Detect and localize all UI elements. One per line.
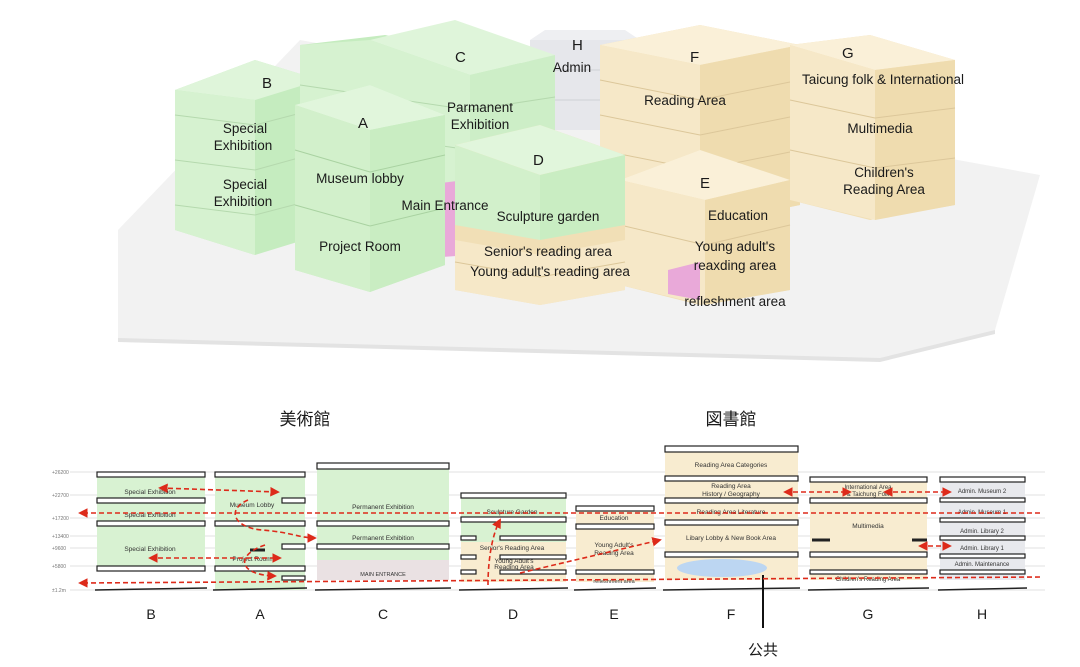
block-e-letter: E [700, 175, 710, 192]
axo-label: refleshment area [684, 294, 786, 309]
room-label: Reading Area [711, 483, 751, 490]
room-label: Special Exhibition [124, 512, 176, 519]
block-f-letter: F [690, 49, 699, 66]
room-label: Reading Area Categories [695, 462, 768, 469]
main-entrance-label: Main Entrance [401, 198, 488, 213]
room-label: Children's Reading Area [836, 577, 901, 583]
room-label: Museum Lobby [230, 502, 275, 509]
column-label: A [255, 606, 265, 622]
public-label: 公共 [748, 642, 778, 659]
block-e [619, 150, 791, 305]
public-zone [677, 559, 767, 577]
circulation-arrow [244, 544, 277, 581]
circulation-arrow [158, 483, 280, 497]
ground-plate-edge [118, 330, 995, 362]
axo-label: Special [223, 121, 267, 136]
column-label: F [727, 606, 736, 622]
level-label: +26200 [52, 470, 69, 476]
level-label: +17200 [52, 516, 69, 522]
axo-label: Exhibition [214, 194, 273, 209]
block-a-letter: A [358, 115, 368, 132]
block-a [294, 85, 446, 292]
column-label: B [146, 606, 155, 622]
column-label: D [508, 606, 518, 622]
room-label: refleshment area [593, 579, 635, 585]
section-view: 美術館 図書館 +26200 +22700 +17200 +13400 +960… [52, 410, 1045, 659]
axo-label: Project Room [319, 239, 401, 254]
block-b [174, 60, 321, 255]
level-label: +5800 [52, 564, 66, 570]
room-label: Sculpture Garden [487, 509, 538, 516]
block-b-letter: B [262, 75, 272, 92]
room-label: Project Room [232, 556, 271, 563]
column-label: C [378, 606, 388, 622]
room-label: Admin. Library 2 [960, 529, 1004, 535]
room-label: History / Geography [702, 491, 761, 498]
room-label: Young Adult's [595, 542, 635, 549]
room-label: MAIN ENTRANCE [360, 572, 406, 578]
room-label: Senior's Reading Area [480, 545, 545, 552]
room-label: Young Adult's [495, 558, 535, 565]
axo-label: Multimedia [847, 121, 913, 136]
block-h-letter: H [572, 37, 583, 54]
axo-label: Senior's reading area [484, 244, 612, 259]
block-d [454, 125, 626, 305]
level-label: +22700 [52, 493, 69, 499]
axo-label: reaxding area [694, 258, 777, 273]
room-label: International Area [844, 485, 892, 491]
axo-label: Education [708, 208, 768, 223]
room-label: Special Exhibition [124, 489, 176, 496]
axo-label: Sculpture garden [497, 209, 600, 224]
axo-label: Reading Area [843, 182, 925, 197]
column-label: H [977, 606, 987, 622]
axo-label: Children's [854, 165, 914, 180]
column-label: G [863, 606, 874, 622]
room-label: & Taichung Folk [847, 492, 891, 498]
block-g-letter: G [842, 45, 854, 62]
room-label: Special Exhibition [124, 546, 176, 553]
axo-label: Exhibition [451, 117, 510, 132]
block-d-letter: D [533, 152, 544, 169]
room-label: Education [600, 515, 629, 522]
room-label: Admin. Museum 2 [958, 489, 1007, 495]
room-label: Admin. Library 1 [960, 546, 1004, 552]
block-g [789, 35, 956, 220]
axo-label: Young adult's [695, 239, 775, 254]
library-title: 図書館 [706, 410, 757, 429]
circulation-arrow [487, 518, 501, 586]
axo-label: Parmanent [447, 100, 513, 115]
room-label: Permanent Exhibition [352, 504, 414, 511]
circulation-arrow [78, 576, 1041, 588]
column-label: E [609, 606, 618, 622]
axo-label: Museum lobby [316, 171, 404, 186]
room-label: Admin. Maintenance [955, 562, 1010, 568]
room-label: Multimedia [852, 523, 884, 530]
level-label: +9600 [52, 546, 66, 552]
room-label: Permanent Exhibition [352, 535, 414, 542]
level-label: +13400 [52, 534, 69, 540]
room-label: Reading Area [594, 550, 634, 557]
block-c-letter: C [455, 49, 466, 66]
level-label: ±1.2m [52, 588, 66, 594]
axo-label: Admin [553, 60, 591, 75]
axo-label: Reading Area [644, 93, 726, 108]
axo-label: Young adult's reading area [470, 264, 630, 279]
room-label: Reading Area [494, 564, 534, 571]
museum-title: 美術館 [280, 410, 331, 429]
room-label: Libary Lobby & New Book Area [686, 535, 776, 542]
axo-label: Taicung folk & International [802, 72, 964, 87]
axo-label: Special [223, 177, 267, 192]
axonometric-view: B C H F G A D E Special Exhibition Speci… [118, 20, 1040, 362]
axo-label: Exhibition [214, 138, 273, 153]
